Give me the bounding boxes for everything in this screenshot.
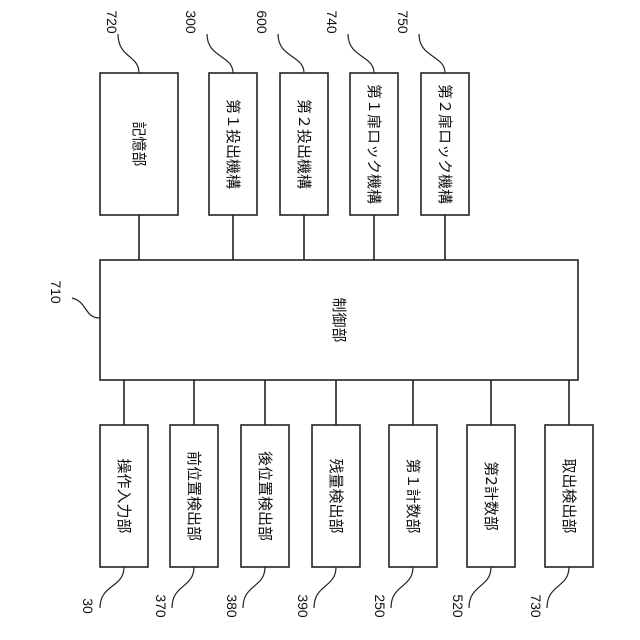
block-label: 第１計数部 <box>404 458 422 533</box>
bottom-block-remaining-amount-detector: 残量検出部 390 <box>295 380 360 618</box>
ref-leader <box>314 567 336 608</box>
block-ref-number: 30 <box>80 598 96 614</box>
block-ref-number: 250 <box>372 594 388 618</box>
top-block-storage: 記憶部 720 <box>100 10 178 260</box>
controller-ref-leader <box>72 298 100 318</box>
block-ref-number: 520 <box>450 594 466 618</box>
ref-leader <box>172 567 194 608</box>
bottom-block-first-counter: 第１計数部 250 <box>372 380 437 618</box>
top-block-second-door-lock-mechanism: 第２扉ロック機構 750 <box>395 10 469 260</box>
ref-leader <box>348 34 374 73</box>
block-label: 第２投出機構 <box>295 99 313 189</box>
block-label: 第１投出機構 <box>224 99 242 189</box>
bottom-block-rear-position-detector: 後位置検出部 380 <box>224 380 289 618</box>
ref-leader <box>469 567 491 608</box>
bottom-block-take-out-detector: 取出検出部 730 <box>528 380 593 618</box>
block-label: 後位置検出部 <box>256 451 274 541</box>
ref-leader <box>419 34 445 73</box>
block-label: 記憶部 <box>130 121 148 166</box>
controller-ref-number: 710 <box>48 280 64 304</box>
ref-leader <box>118 34 139 73</box>
top-block-first-dispense-mechanism: 第１投出機構 300 <box>183 10 257 260</box>
controller-block: 制御部 710 <box>48 260 578 380</box>
block-ref-number: 720 <box>104 10 120 34</box>
block-ref-number: 730 <box>528 594 544 618</box>
block-ref-number: 600 <box>254 10 270 34</box>
block-ref-number: 380 <box>224 594 240 618</box>
block-label: 取出検出部 <box>560 458 578 533</box>
bottom-block-front-position-detector: 前位置検出部 370 <box>153 380 218 618</box>
block-ref-number: 390 <box>295 594 311 618</box>
block-label: 第２扉ロック機構 <box>436 84 454 204</box>
ref-leader <box>207 34 233 73</box>
bottom-block-operation-input: 操作入力部 30 <box>80 380 148 614</box>
block-ref-number: 750 <box>395 10 411 34</box>
bottom-block-second-counter: 第2計数部 520 <box>450 380 515 618</box>
block-label: 残量検出部 <box>327 458 345 533</box>
block-ref-number: 740 <box>324 10 340 34</box>
top-block-first-door-lock-mechanism: 第１扉ロック機構 740 <box>324 10 398 260</box>
block-label: 操作入力部 <box>115 458 133 533</box>
ref-leader <box>100 567 124 608</box>
block-label: 前位置検出部 <box>185 451 203 541</box>
block-label: 第１扉ロック機構 <box>365 84 383 204</box>
ref-leader <box>243 567 265 608</box>
block-ref-number: 300 <box>183 10 199 34</box>
top-block-second-dispense-mechanism: 第２投出機構 600 <box>254 10 328 260</box>
controller-label: 制御部 <box>330 297 348 342</box>
block-ref-number: 370 <box>153 594 169 618</box>
block-label: 第2計数部 <box>482 461 500 531</box>
ref-leader <box>547 567 569 608</box>
ref-leader <box>391 567 413 608</box>
ref-leader <box>278 34 304 73</box>
